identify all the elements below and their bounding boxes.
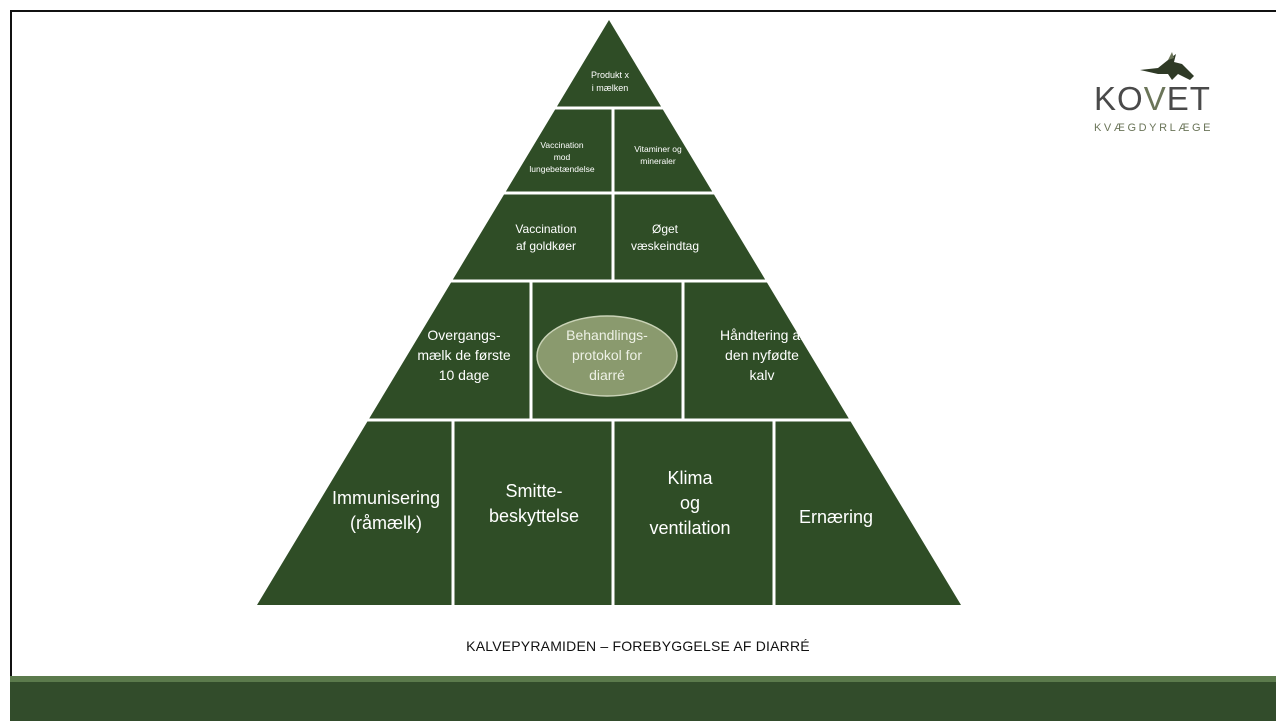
label-line: af goldkøer bbox=[516, 239, 576, 253]
label-line: Behandlings- bbox=[566, 327, 648, 343]
label-line: beskyttelse bbox=[489, 506, 579, 526]
slide-frame bbox=[10, 10, 1276, 710]
label-haandtering: Håndtering af den nyfødte kalv bbox=[720, 327, 804, 383]
label-line: protokol for bbox=[572, 347, 642, 363]
footer-accent-bar bbox=[10, 676, 1276, 682]
label-line: mod bbox=[554, 152, 571, 162]
footer-bar bbox=[10, 682, 1276, 721]
label-line: Håndtering af bbox=[720, 327, 804, 343]
calf-head-icon bbox=[1140, 52, 1194, 80]
label-line: kalv bbox=[750, 367, 775, 383]
label-line: Smitte- bbox=[505, 481, 562, 501]
label-smittebeskyttelse: Smitte-beskyttelse bbox=[489, 481, 579, 526]
slide-caption: KALVEPYRAMIDEN – FOREBYGGELSE AF DIARRÉ bbox=[466, 638, 810, 654]
label-line: i mælken bbox=[592, 83, 629, 93]
label-line: væskeindtag bbox=[631, 239, 699, 253]
pyramid-shape bbox=[257, 20, 961, 605]
label-klima: Klima og ventilation bbox=[649, 468, 730, 538]
logo-wordmark: KOVET bbox=[1094, 80, 1211, 117]
label-immunisering: Immunisering (råmælk) bbox=[332, 488, 440, 533]
label-line: Klima bbox=[667, 468, 713, 488]
pyramid-dividers bbox=[366, 106, 852, 605]
label-produkt-x: Produkt x i mælken bbox=[591, 70, 630, 93]
label-line: 10 dage bbox=[439, 367, 490, 383]
treatment-protocol-ellipse bbox=[536, 315, 678, 397]
label-line: ventilation bbox=[649, 518, 730, 538]
label-line: diarré bbox=[589, 367, 625, 383]
label-line: Ernæring bbox=[799, 507, 873, 527]
label-line: (råmælk) bbox=[350, 513, 422, 533]
label-line: og bbox=[680, 493, 700, 513]
label-line: Vaccination bbox=[515, 222, 576, 236]
label-line: Overgangs- bbox=[427, 327, 500, 343]
label-line: mineraler bbox=[640, 156, 676, 166]
label-line: Produkt x bbox=[591, 70, 630, 80]
label-vitaminer: Vitaminer og mineraler bbox=[634, 144, 682, 166]
label-ernaering: Ernæring bbox=[799, 507, 873, 527]
label-overgangsmaelk: Overgangs-mælk de første 10 dage bbox=[417, 327, 511, 383]
label-line: Vaccination bbox=[540, 140, 584, 150]
label-line: mælk de første bbox=[417, 347, 511, 363]
logo-subtitle: KVÆGDYRLÆGE bbox=[1094, 122, 1214, 134]
label-oeget-vaeske: Øget væskeindtag bbox=[631, 222, 699, 253]
label-line: Øget bbox=[652, 222, 679, 236]
label-vaccination-lunge: Vaccination mod lungebetændelse bbox=[529, 140, 594, 174]
label-behandlingsprotokol: Behandlings-protokol for diarré bbox=[566, 327, 648, 383]
label-line: Vitaminer og bbox=[634, 144, 682, 154]
label-line: Immunisering bbox=[332, 488, 440, 508]
label-line: den nyfødte bbox=[725, 347, 799, 363]
label-line: lungebetændelse bbox=[529, 164, 594, 174]
label-vaccination-goldkoer: Vaccination af goldkøer bbox=[515, 222, 576, 253]
kovet-logo: KOVET KVÆGDYRLÆGE bbox=[1090, 50, 1230, 140]
